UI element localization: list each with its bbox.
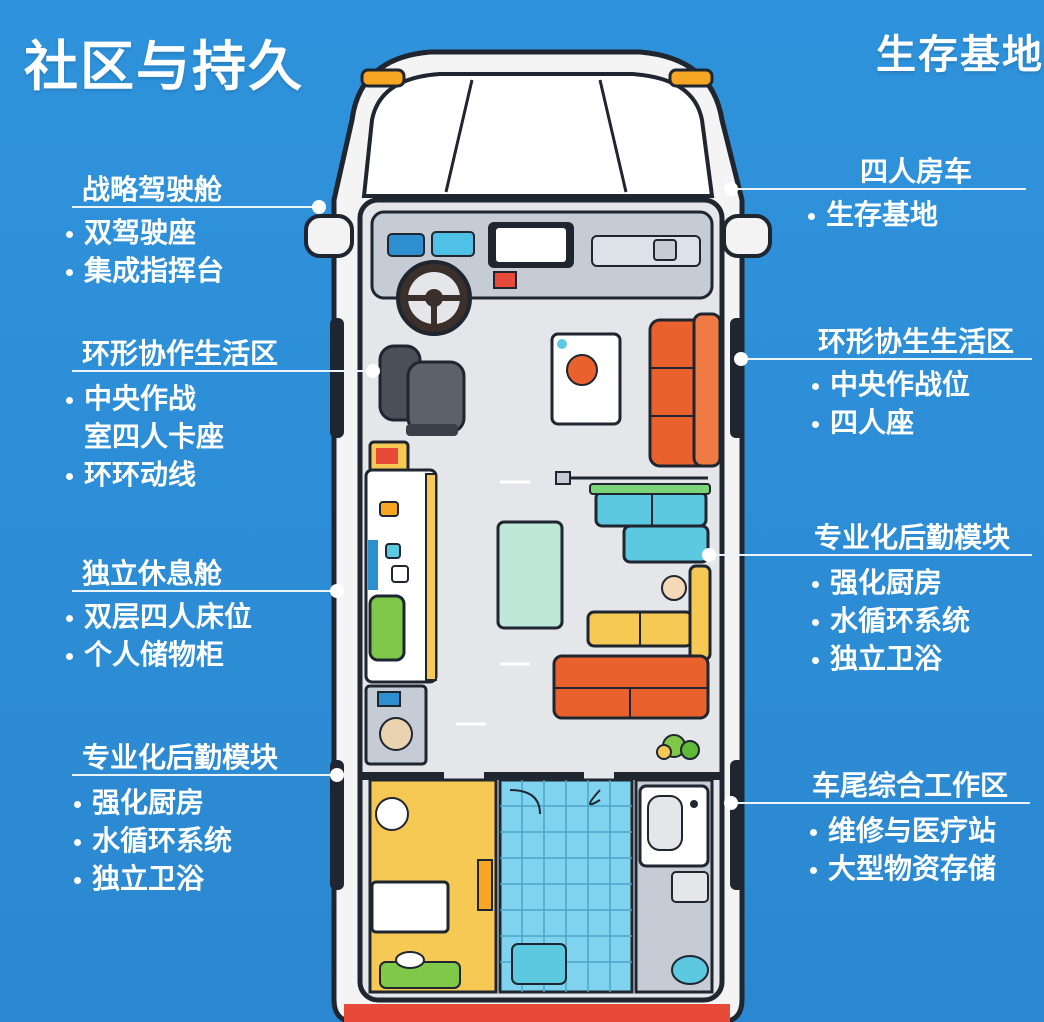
right-heading-rv: 四人房车: [860, 155, 973, 188]
steering-wheel: [396, 260, 472, 336]
list-item: 独立卫浴: [72, 860, 232, 898]
list-item: 室四人卡座: [84, 420, 225, 453]
bunk-cabin: [364, 440, 438, 684]
right-heading-rear: 车尾综合工作区: [812, 769, 1009, 802]
kitchen: [368, 778, 498, 994]
leader-line: [730, 802, 1030, 804]
page-title: 社区与持久: [24, 35, 304, 98]
left-list-living: 中央作战 室四人卡座 环环动线: [64, 380, 224, 494]
list-item: 个人储物柜: [64, 636, 252, 674]
list-item: 中央作战位: [810, 366, 970, 404]
left-heading-living: 环形协作生活区: [82, 337, 279, 370]
list-item: 生存基地: [806, 196, 938, 234]
floor-markings: [456, 480, 530, 726]
right-list-rear: 维修与医疗站 大型物资存储: [808, 812, 996, 888]
cyan-seating: [589, 483, 711, 564]
leader-dot: [312, 200, 326, 214]
right-heading-living: 环形协生生活区: [818, 325, 1015, 358]
leader-line: [740, 358, 1032, 360]
list-item: 水循环系统: [810, 602, 970, 640]
list-item: 环环动线: [64, 456, 224, 494]
left-list-logistics: 强化厨房 水循环系统 独立卫浴: [72, 784, 232, 898]
orange-sofa: [648, 312, 722, 468]
leader-line: [730, 188, 1026, 190]
left-heading-cockpit: 战略驾驶舱: [82, 173, 223, 206]
right-headlight: [668, 68, 714, 88]
list-item: 水循环系统: [72, 822, 232, 860]
leader-line: [72, 206, 324, 208]
list-item: 中央作战: [64, 380, 224, 418]
leader-line: [72, 590, 336, 592]
left-heading-rest: 独立休息舱: [82, 557, 223, 590]
plant: [656, 734, 700, 760]
list-item: 强化厨房: [810, 564, 970, 602]
list-item: 大型物资存储: [808, 850, 996, 888]
list-item: 维修与医疗站: [808, 812, 996, 850]
list-item: 双层四人床位: [64, 598, 252, 636]
leader-line: [72, 774, 336, 776]
left-mirror: [304, 214, 354, 258]
page-subtitle: 生存基地: [876, 32, 1044, 78]
leader-line: [708, 554, 1032, 556]
list-item: 集成指挥台: [64, 252, 224, 290]
driver-seat: [378, 344, 466, 436]
list-item: 强化厨房: [72, 784, 232, 822]
leader-dot: [702, 548, 716, 562]
left-heading-logistics: 专业化后勤模块: [82, 741, 279, 774]
right-list-logistics: 强化厨房 水循环系统 独立卫浴: [810, 564, 970, 678]
leader-dot: [366, 364, 380, 378]
left-headlight: [360, 68, 406, 88]
central-table: [496, 520, 564, 630]
right-mirror: [722, 214, 772, 258]
right-list-rv: 生存基地: [806, 196, 938, 234]
rear-work-area: [634, 778, 714, 994]
leader-dot: [734, 352, 748, 366]
lounge-seating: [552, 564, 712, 720]
left-list-cockpit: 双驾驶座 集成指挥台: [64, 214, 224, 290]
leader-dot: [330, 584, 344, 598]
bathroom: [498, 778, 634, 994]
storage-cabinet: [364, 684, 428, 766]
right-list-living: 中央作战位 四人座: [810, 366, 970, 442]
list-item: 四人座: [810, 404, 970, 442]
side-table: [550, 332, 622, 426]
list-item: 独立卫浴: [810, 640, 970, 678]
leader-dot: [724, 796, 738, 810]
leader-dot: [330, 768, 344, 782]
list-item: 双驾驶座: [64, 214, 224, 252]
right-heading-logistics: 专业化后勤模块: [814, 521, 1011, 554]
leader-dot: [724, 182, 738, 196]
left-list-rest: 双层四人床位 个人储物柜: [64, 598, 252, 674]
leader-line: [72, 370, 372, 372]
